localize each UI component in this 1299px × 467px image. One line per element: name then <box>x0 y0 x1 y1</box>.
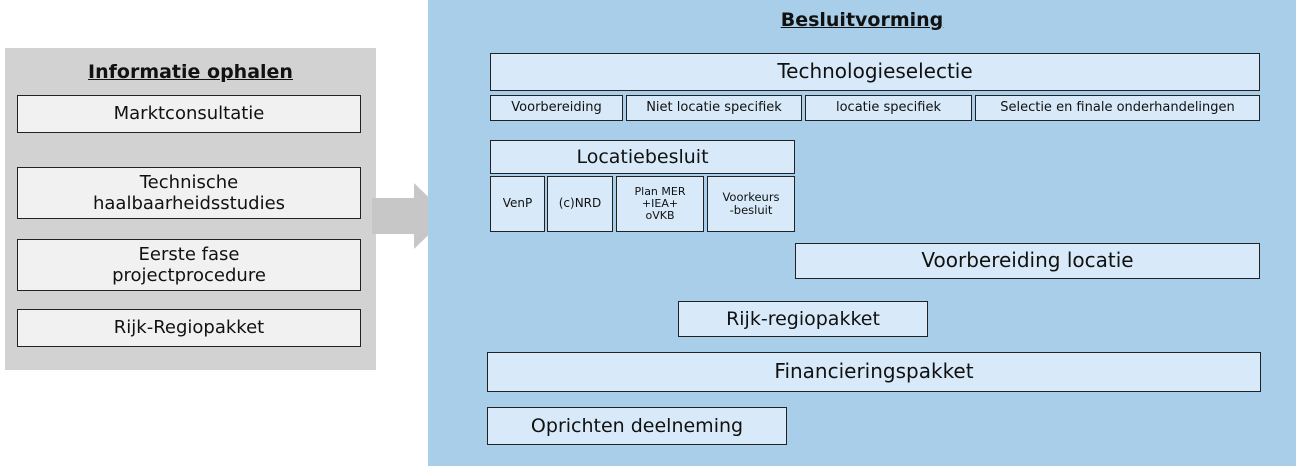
box-technische-label: Technische haalbaarheidsstudies <box>92 171 286 214</box>
phase-locatie-specifiek-label: locatie specifiek <box>835 100 941 116</box>
box-eerste-fase-projectprocedure: Eerste fase projectprocedure <box>17 239 361 291</box>
box-eerste-fase-label: Eerste fase projectprocedure <box>112 243 266 286</box>
box-rijk-regiopakket-label: Rijk-regiopakket <box>726 307 880 330</box>
box-locatiebesluit-label: Locatiebesluit <box>576 145 709 168</box>
phase-voorbereiding: Voorbereiding <box>490 95 623 121</box>
box-marktconsultatie: Marktconsultatie <box>17 95 361 133</box>
box-rijk-regiopakket-links-label: Rijk-Regiopakket <box>113 317 265 339</box>
phase-voorkeursbesluit-label: Voorkeurs -besluit <box>722 190 780 217</box>
box-rijk-regiopakket: Rijk-regiopakket <box>678 301 928 337</box>
phase-locatie-specifiek: locatie specifiek <box>805 95 972 121</box>
box-financieringspakket: Financieringspakket <box>487 352 1261 392</box>
box-technische-haalbaarheidsstudies: Technische haalbaarheidsstudies <box>17 167 361 219</box>
phase-niet-locatie-specifiek-label: Niet locatie specifiek <box>646 100 782 116</box>
phase-voorbereiding-label: Voorbereiding <box>511 100 602 116</box>
box-technologieselectie-label: Technologieselectie <box>777 59 973 84</box>
phase-selectie-finale-onderhandelingen: Selectie en finale onderhandelingen <box>975 95 1260 121</box>
box-rijk-regiopakket-links: Rijk-Regiopakket <box>17 309 361 347</box>
phase-venp-label: VenP <box>502 196 533 211</box>
phase-cnrd: (c)NRD <box>547 176 613 232</box>
box-locatiebesluit: Locatiebesluit <box>490 140 795 174</box>
box-voorbereiding-locatie-label: Voorbereiding locatie <box>921 248 1134 273</box>
box-oprichten-deelneming: Oprichten deelneming <box>487 407 787 445</box>
box-financieringspakket-label: Financieringspakket <box>774 359 974 384</box>
phase-cnrd-label: (c)NRD <box>558 196 602 211</box>
box-oprichten-deelneming-label: Oprichten deelneming <box>530 414 744 437</box>
box-voorbereiding-locatie: Voorbereiding locatie <box>795 243 1260 279</box>
decision-panel: Besluitvorming Technologieselectie Voorb… <box>428 0 1296 466</box>
decision-panel-title: Besluitvorming <box>780 9 944 31</box>
arrow-right-icon <box>372 198 414 234</box>
info-panel-title: Informatie ophalen <box>88 61 293 83</box>
phase-plan-mer-iea-ovkb: Plan MER +IEA+ oVKB <box>616 176 704 232</box>
phase-selectie-finale-onderhandelingen-label: Selectie en finale onderhandelingen <box>1000 100 1235 116</box>
phase-plan-mer-label: Plan MER +IEA+ oVKB <box>634 184 686 223</box>
box-marktconsultatie-label: Marktconsultatie <box>113 103 265 125</box>
info-panel: Informatie ophalen Marktconsultatie Tech… <box>5 48 376 370</box>
box-technologieselectie: Technologieselectie <box>490 53 1260 91</box>
phase-niet-locatie-specifiek: Niet locatie specifiek <box>626 95 802 121</box>
phase-venp: VenP <box>490 176 545 232</box>
phase-voorkeursbesluit: Voorkeurs -besluit <box>707 176 795 232</box>
